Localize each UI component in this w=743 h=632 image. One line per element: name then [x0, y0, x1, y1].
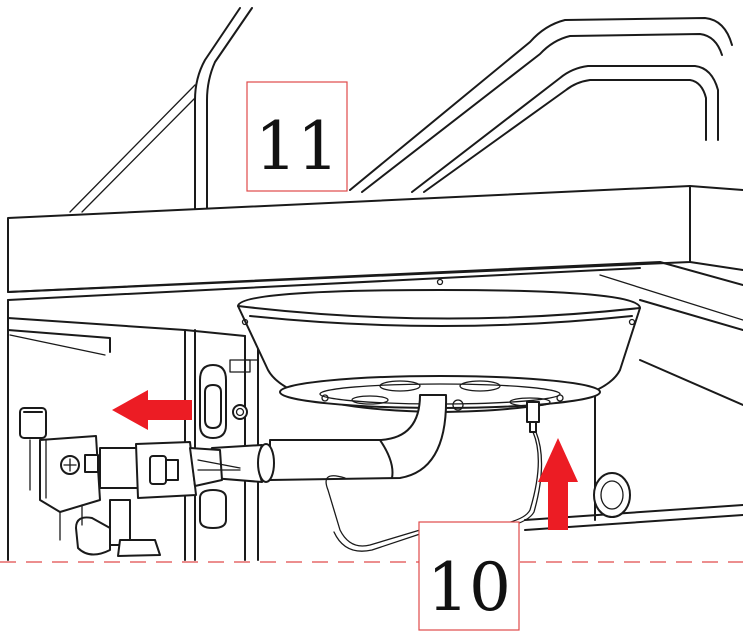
handle-frame-right [349, 17, 733, 193]
left-arrow [112, 390, 192, 430]
top-panel [7, 185, 743, 321]
callout-11: 11 [246, 81, 348, 192]
callout-10: 10 [418, 521, 520, 631]
up-arrow [538, 438, 578, 530]
side-wall [7, 299, 259, 561]
callout-10-label: 10 [427, 549, 511, 626]
handle-frame-left [69, 7, 253, 213]
callout-11-label: 11 [255, 108, 339, 185]
valve-assembly [19, 407, 241, 557]
right-wall [524, 299, 743, 531]
wall-keyholes [199, 359, 251, 529]
burner-bowl [237, 278, 641, 413]
